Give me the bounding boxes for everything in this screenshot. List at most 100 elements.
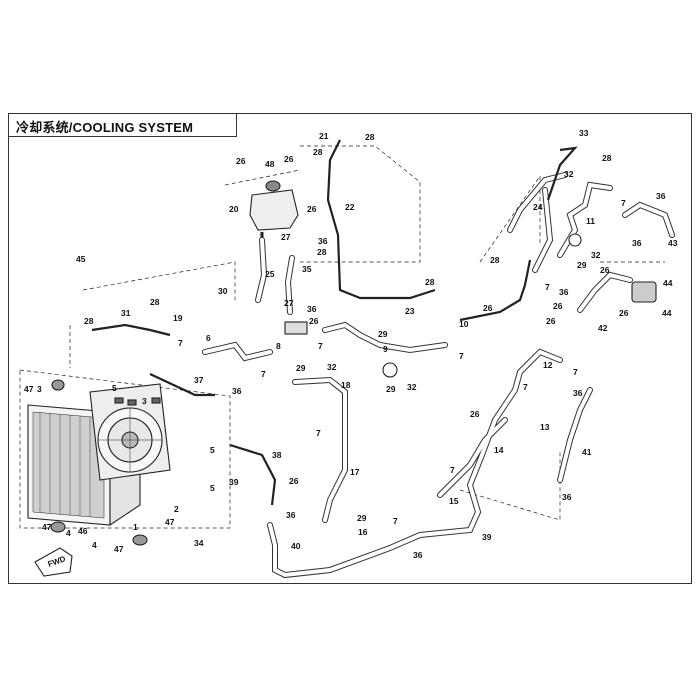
callout-48: 48 <box>265 159 275 169</box>
expansion-tank <box>249 180 299 250</box>
callout-37: 37 <box>194 375 204 385</box>
callout-36b: 36 <box>307 304 317 314</box>
callout-36i: 36 <box>573 388 583 398</box>
callout-3b: 3 <box>142 396 147 406</box>
callout-26b: 26 <box>284 154 294 164</box>
callout-43: 43 <box>668 238 678 248</box>
callout-36d: 36 <box>286 510 296 520</box>
callout-34: 34 <box>194 538 204 548</box>
cap-32 <box>382 362 398 378</box>
callout-7b: 7 <box>261 369 266 379</box>
callout-30: 30 <box>218 286 228 296</box>
callout-7g: 7 <box>459 351 464 361</box>
callout-26d: 26 <box>309 316 319 326</box>
callout-28g: 28 <box>84 316 94 326</box>
callout-26g: 26 <box>553 301 563 311</box>
callout-35: 35 <box>302 264 312 274</box>
callout-42: 42 <box>598 323 608 333</box>
callout-36j: 36 <box>562 492 572 502</box>
callout-7c: 7 <box>318 341 323 351</box>
callout-27: 27 <box>281 232 291 242</box>
callout-21: 21 <box>319 131 329 141</box>
thermostat-housing <box>284 321 308 335</box>
callout-28e: 28 <box>490 255 500 265</box>
page-title: 冷却系统/COOLING SYSTEM <box>16 120 194 135</box>
callout-1: 1 <box>133 522 138 532</box>
callout-15: 15 <box>449 496 459 506</box>
callout-19: 19 <box>173 313 183 323</box>
callout-36: 36 <box>318 236 328 246</box>
callout-47c: 47 <box>114 544 124 554</box>
callout-7h: 7 <box>523 382 528 392</box>
callout-36c: 36 <box>232 386 242 396</box>
callout-7e: 7 <box>393 516 398 526</box>
callout-39b: 39 <box>482 532 492 542</box>
callout-26c: 26 <box>307 204 317 214</box>
diagram-frame <box>8 113 692 584</box>
callout-36h: 36 <box>656 191 666 201</box>
callout-47: 47 <box>24 384 34 394</box>
callout-2: 2 <box>174 504 179 514</box>
callout-11: 11 <box>586 216 595 226</box>
callout-26f: 26 <box>546 316 556 326</box>
callout-6: 6 <box>206 333 211 343</box>
callout-18: 18 <box>341 380 351 390</box>
callout-26i: 26 <box>619 308 629 318</box>
callout-29e: 29 <box>357 513 367 523</box>
callout-7j: 7 <box>545 282 550 292</box>
callout-29d: 29 <box>577 260 587 270</box>
callout-7i: 7 <box>573 367 578 377</box>
hoses-fill <box>203 173 674 578</box>
callout-7k: 7 <box>621 198 626 208</box>
callout-28c: 28 <box>317 247 327 257</box>
callout-32d: 32 <box>591 250 601 260</box>
callout-23: 23 <box>405 306 415 316</box>
callout-26k: 26 <box>289 476 299 486</box>
callout-16: 16 <box>358 527 368 537</box>
callout-9: 9 <box>383 344 388 354</box>
callout-29c: 29 <box>386 384 396 394</box>
forward-arrow <box>34 547 73 577</box>
callout-41: 41 <box>582 447 592 457</box>
callout-26e: 26 <box>483 303 493 313</box>
callout-40: 40 <box>291 541 301 551</box>
callout-31: 31 <box>121 308 131 318</box>
callout-32: 32 <box>327 362 337 372</box>
callout-29: 29 <box>378 329 388 339</box>
callout-20: 20 <box>229 204 239 214</box>
callout-28h: 28 <box>602 153 612 163</box>
callout-8: 8 <box>276 341 281 351</box>
callout-13: 13 <box>540 422 550 432</box>
callout-36e: 36 <box>413 550 423 560</box>
callout-4: 4 <box>66 528 71 538</box>
callout-5: 5 <box>112 383 117 393</box>
callout-32c: 32 <box>564 169 574 179</box>
callout-3: 3 <box>37 384 42 394</box>
callout-36g: 36 <box>632 238 642 248</box>
callout-17: 17 <box>350 467 360 477</box>
callout-28: 28 <box>313 147 323 157</box>
callout-26: 26 <box>236 156 246 166</box>
callout-29b: 29 <box>296 363 306 373</box>
callout-28f: 28 <box>150 297 160 307</box>
radiator-assembly <box>27 379 171 546</box>
callout-10: 10 <box>459 319 469 329</box>
callout-5b: 5 <box>210 445 215 455</box>
callout-25: 25 <box>265 269 275 279</box>
callout-47d: 47 <box>165 517 175 527</box>
callout-28b: 28 <box>365 132 375 142</box>
callout-7f: 7 <box>450 465 455 475</box>
breather-lines <box>91 139 578 506</box>
callout-44b: 44 <box>662 308 672 318</box>
callout-12: 12 <box>543 360 553 370</box>
callout-45: 45 <box>76 254 86 264</box>
callout-14: 14 <box>494 445 504 455</box>
callout-4b: 4 <box>92 540 97 550</box>
callout-47b: 47 <box>42 522 52 532</box>
callout-26h: 26 <box>600 265 610 275</box>
callout-22: 22 <box>345 202 355 212</box>
callouts: 1 2 3 3 4 4 5 5 5 6 7 7 7 7 7 7 7 7 7 7 … <box>24 128 678 560</box>
callout-39: 39 <box>229 477 239 487</box>
callout-36f: 36 <box>559 287 569 297</box>
